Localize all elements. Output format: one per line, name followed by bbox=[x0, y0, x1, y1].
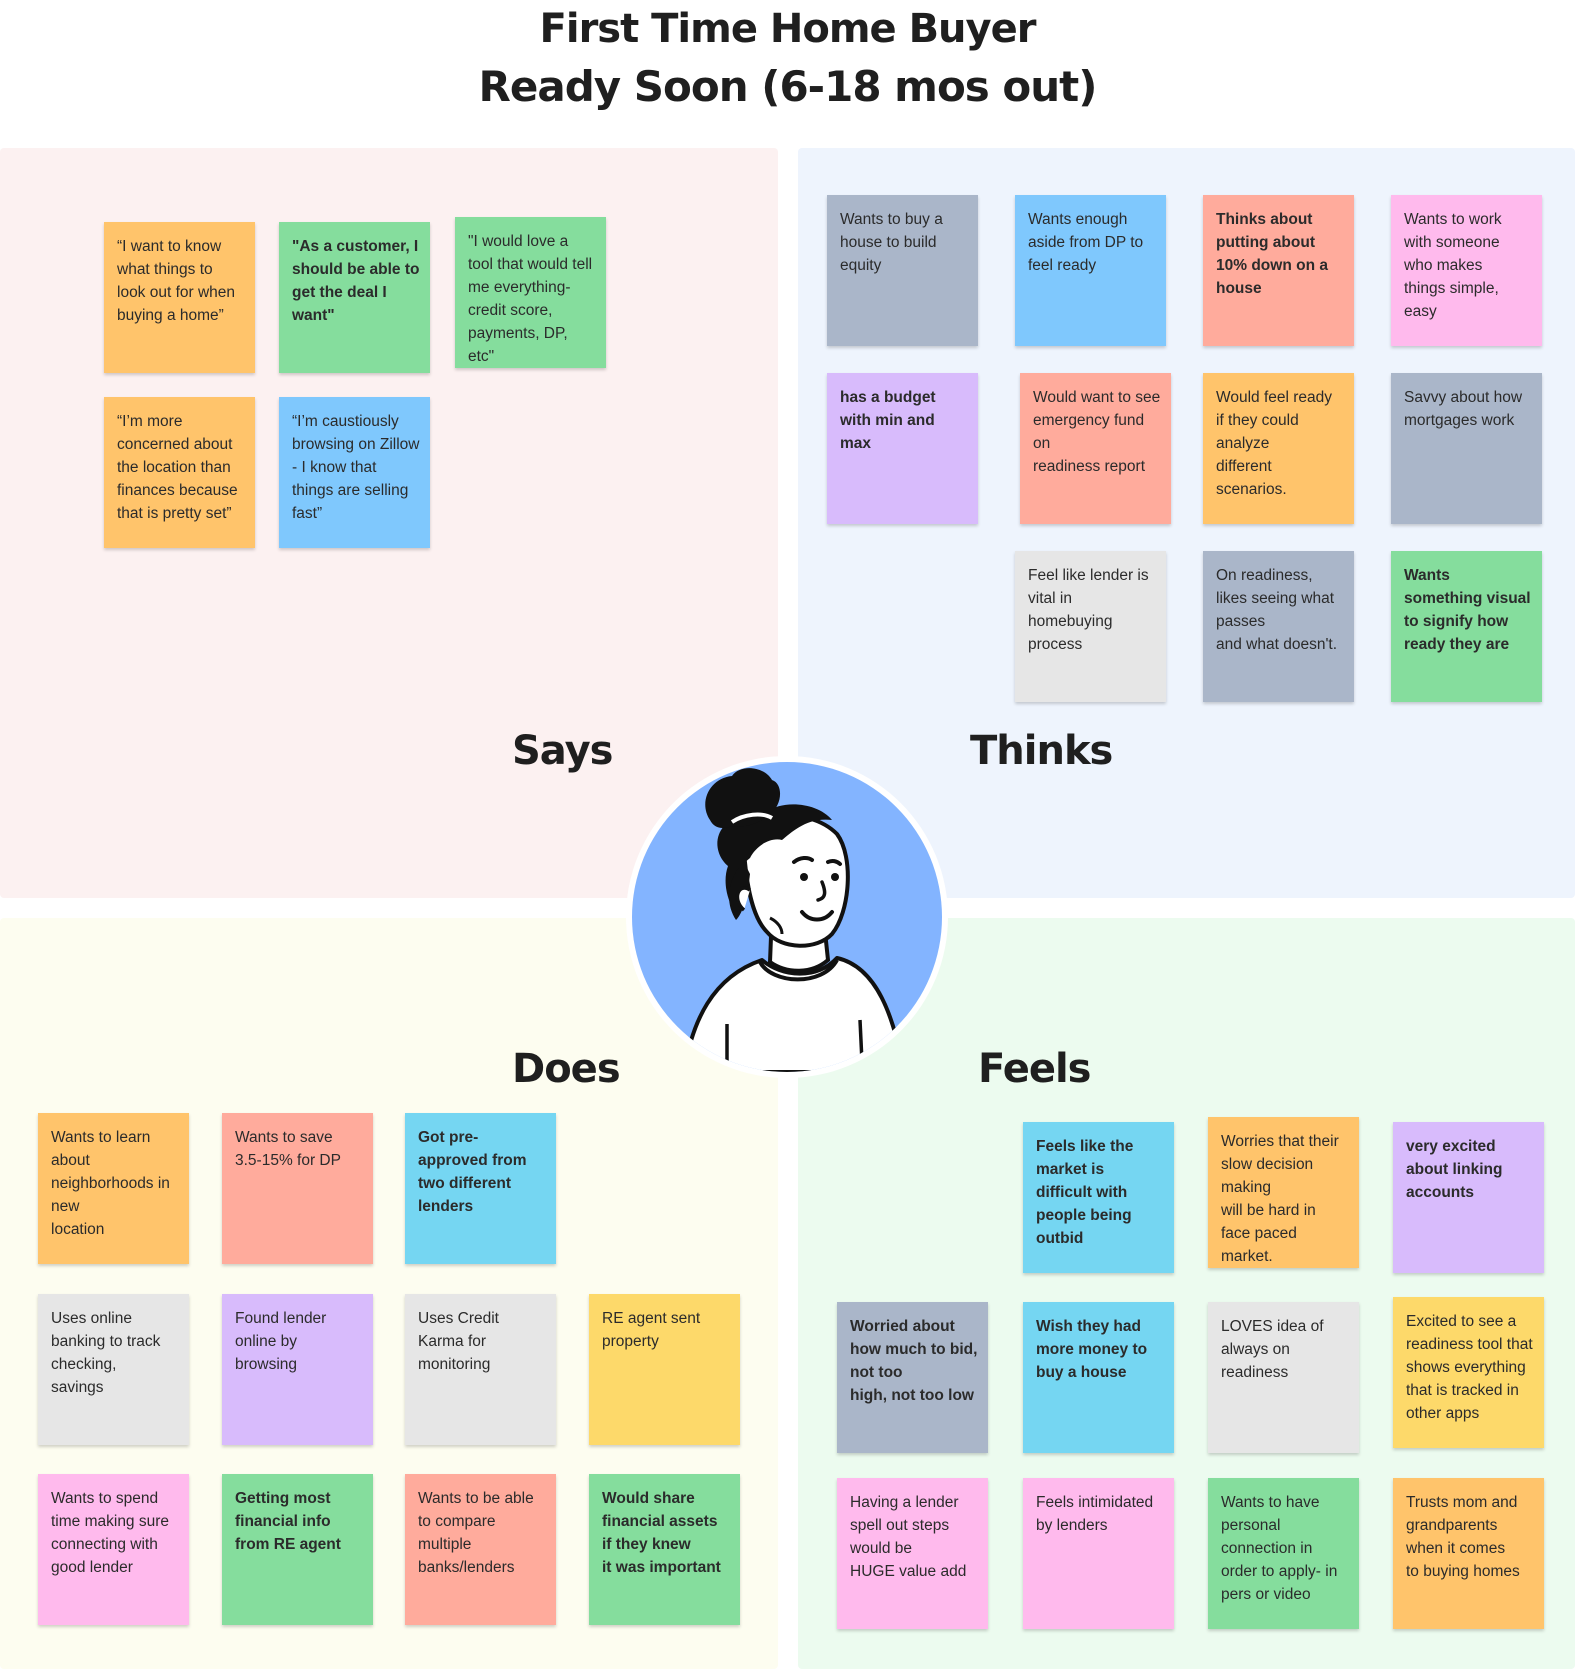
thinks-note-11[interactable]: Wants something visual to signify how re… bbox=[1391, 551, 1542, 702]
thinks-note-8[interactable]: Savvy about how mortgages work bbox=[1391, 373, 1542, 524]
does-note-4[interactable]: Uses online banking to track checking, s… bbox=[38, 1294, 189, 1445]
persona-avatar bbox=[632, 762, 942, 1072]
thinks-label: Thinks bbox=[970, 728, 1113, 774]
says-label: Says bbox=[512, 728, 613, 774]
thinks-note-1[interactable]: Wants to buy a house to build equity bbox=[827, 195, 978, 346]
feels-note-4[interactable]: Worried about how much to bid, not too h… bbox=[837, 1302, 988, 1453]
feels-note-7[interactable]: Excited to see a readiness tool that sho… bbox=[1393, 1297, 1544, 1448]
page-subtitle: Ready Soon (6-18 mos out) bbox=[478, 62, 1098, 111]
woman-avatar-icon bbox=[682, 768, 906, 1072]
does-note-5[interactable]: Found lender online by browsing bbox=[222, 1294, 373, 1445]
does-note-1[interactable]: Wants to learn about neighborhoods in ne… bbox=[38, 1113, 189, 1264]
thinks-note-5[interactable]: has a budget with min and max bbox=[827, 373, 978, 524]
thinks-note-3[interactable]: Thinks about putting about 10% down on a… bbox=[1203, 195, 1354, 346]
thinks-note-2[interactable]: Wants enough aside from DP to feel ready bbox=[1015, 195, 1166, 346]
does-label: Does bbox=[512, 1046, 621, 1092]
feels-note-3[interactable]: very excited about linking accounts bbox=[1393, 1122, 1544, 1273]
page-title: First Time Home Buyer bbox=[539, 6, 1037, 52]
does-note-7[interactable]: RE agent sent property bbox=[589, 1294, 740, 1445]
feels-note-9[interactable]: Feels intimidated by lenders bbox=[1023, 1478, 1174, 1629]
thinks-note-7[interactable]: Would feel ready if they could analyze d… bbox=[1203, 373, 1354, 524]
does-note-9[interactable]: Getting most financial info from RE agen… bbox=[222, 1474, 373, 1625]
says-note-1[interactable]: “I want to know what things to look out … bbox=[104, 222, 255, 373]
does-note-10[interactable]: Wants to be able to compare multiple ban… bbox=[405, 1474, 556, 1625]
says-note-2[interactable]: "As a customer, I should be able to get … bbox=[279, 222, 430, 373]
feels-note-6[interactable]: LOVES idea of always on readiness bbox=[1208, 1302, 1359, 1453]
thinks-note-10[interactable]: On readiness, likes seeing what passes a… bbox=[1203, 551, 1354, 702]
does-note-8[interactable]: Wants to spend time making sure connecti… bbox=[38, 1474, 189, 1625]
thinks-note-4[interactable]: Wants to work with someone who makes thi… bbox=[1391, 195, 1542, 346]
feels-note-11[interactable]: Trusts mom and grandparents when it come… bbox=[1393, 1478, 1544, 1629]
feels-note-8[interactable]: Having a lender spell out steps would be… bbox=[837, 1478, 988, 1629]
does-note-2[interactable]: Wants to save 3.5-15% for DP bbox=[222, 1113, 373, 1264]
does-note-6[interactable]: Uses Credit Karma for monitoring bbox=[405, 1294, 556, 1445]
feels-note-5[interactable]: Wish they had more money to buy a house bbox=[1023, 1302, 1174, 1453]
does-note-3[interactable]: Got pre-approved from two different lend… bbox=[405, 1113, 556, 1264]
thinks-note-9[interactable]: Feel like lender is vital in homebuying … bbox=[1015, 551, 1166, 702]
does-note-11[interactable]: Would share financial assets if they kne… bbox=[589, 1474, 740, 1625]
feels-note-1[interactable]: Feels like the market is difficult with … bbox=[1023, 1122, 1174, 1273]
feels-note-10[interactable]: Wants to have personal connection in ord… bbox=[1208, 1478, 1359, 1629]
says-note-3[interactable]: "I would love a tool that would tell me … bbox=[455, 217, 606, 368]
thinks-note-6[interactable]: Would want to see emergency fund on read… bbox=[1020, 373, 1171, 524]
says-note-4[interactable]: “I’m more concerned about the location t… bbox=[104, 397, 255, 548]
says-note-5[interactable]: “I’m caustiously browsing on Zillow - I … bbox=[279, 397, 430, 548]
feels-label: Feels bbox=[978, 1046, 1091, 1092]
feels-note-2[interactable]: Worries that their slow decision making … bbox=[1208, 1117, 1359, 1268]
